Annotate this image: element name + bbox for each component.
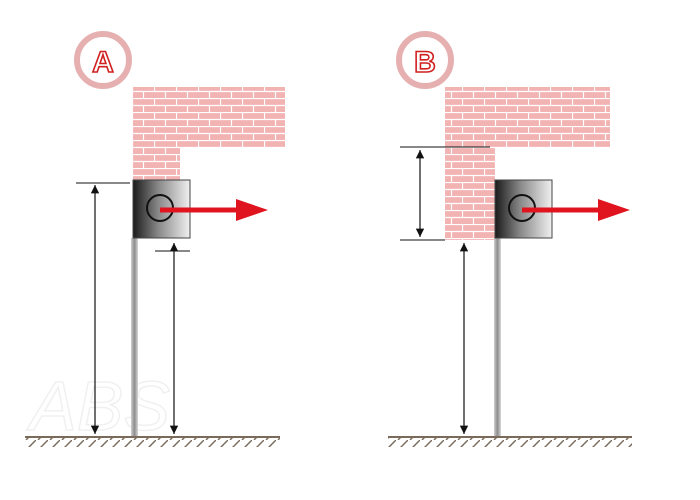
panel-b: B	[388, 31, 632, 447]
pole-b	[494, 238, 501, 438]
pole-a	[131, 238, 138, 438]
badge-b: B	[396, 31, 454, 89]
red-arrow-icon	[160, 199, 268, 221]
brick-wall-a	[133, 87, 285, 180]
svg-text:ABS: ABS	[26, 367, 170, 445]
dimension-line-a-lower	[155, 243, 190, 434]
brick-wall-b	[445, 87, 610, 240]
red-arrow-icon	[522, 199, 630, 221]
dimension-line-a-total	[76, 182, 130, 434]
badge-a: A	[74, 31, 132, 89]
badge-b-label: B	[414, 46, 436, 79]
ground-hatch-icon	[25, 436, 280, 447]
panel-a: A	[25, 31, 285, 447]
badge-a-label: A	[92, 46, 114, 79]
dimension-line-b-wall	[400, 146, 490, 241]
watermark-logo: ABS	[25, 366, 171, 446]
ground-hatch-icon	[388, 436, 632, 447]
